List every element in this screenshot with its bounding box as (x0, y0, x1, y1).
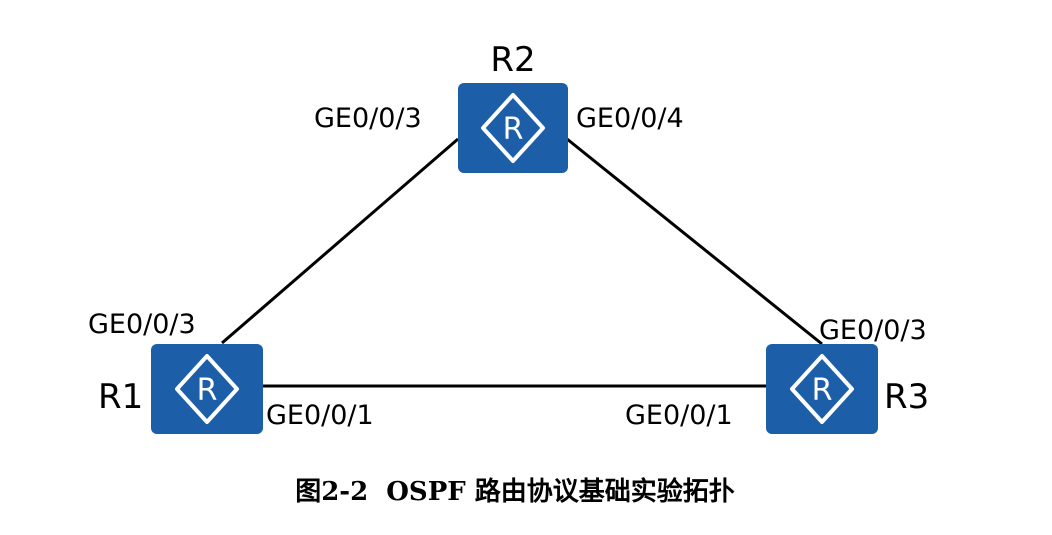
router-symbol-diamond (175, 354, 239, 424)
port-label-r2-to-r3: GE0/0/4 (576, 103, 684, 134)
link-r1-r2 (221, 137, 459, 345)
router-r1[interactable]: R (151, 344, 263, 434)
port-label-r3-to-r1: GE0/0/1 (625, 400, 733, 431)
router-symbol-letter: R (503, 112, 524, 147)
router-r2[interactable]: R (458, 83, 568, 173)
router-icon (151, 344, 263, 434)
router-r3[interactable]: R (766, 344, 878, 434)
router-symbol-letter: R (812, 373, 833, 408)
link-r2-r3 (566, 137, 823, 346)
router-name-r2: R2 (490, 40, 535, 80)
router-symbol-diamond (481, 93, 545, 163)
router-name-r1: R1 (98, 377, 143, 417)
port-label-r3-to-r2: GE0/0/3 (819, 315, 927, 346)
router-symbol-diamond (790, 354, 854, 424)
router-symbol-letter: R (197, 373, 218, 408)
port-label-r1-to-r2: GE0/0/3 (88, 309, 196, 340)
router-name-r3: R3 (884, 377, 929, 417)
port-label-r2-to-r1: GE0/0/3 (314, 103, 422, 134)
router-icon (766, 344, 878, 434)
router-icon (458, 83, 568, 173)
port-label-r1-to-r3: GE0/0/1 (266, 400, 374, 431)
figure-caption: 图2-2 OSPF 路由协议基础实验拓扑 (295, 476, 735, 507)
